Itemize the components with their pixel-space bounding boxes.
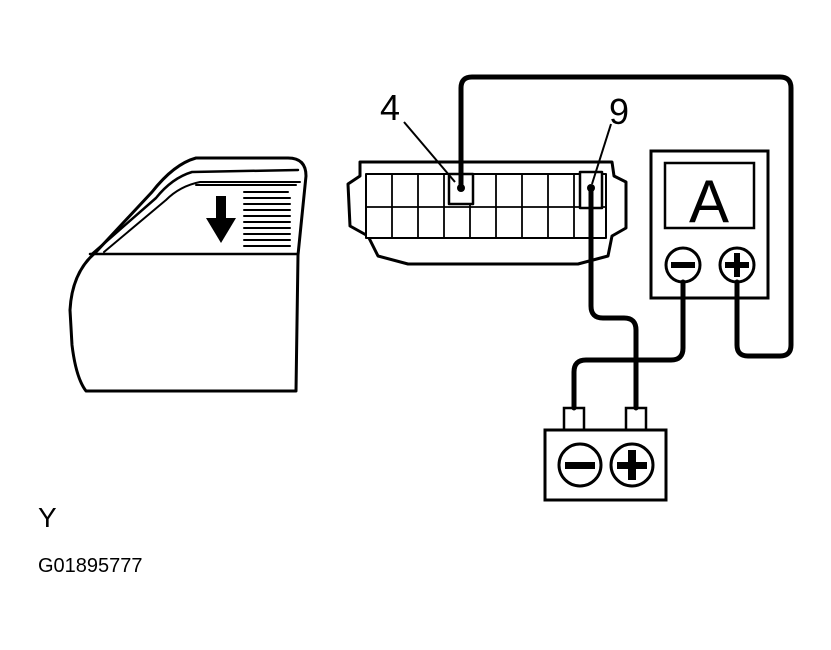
ammeter	[649, 149, 770, 300]
figure-letter: Y	[38, 502, 57, 533]
battery	[543, 406, 668, 502]
ammeter-display	[663, 161, 756, 230]
plus-icon	[725, 253, 749, 277]
pin-label-9: 9	[609, 91, 629, 132]
leader-line-4	[403, 121, 456, 183]
ammeter-label: A	[689, 168, 729, 235]
window-frame-inner	[90, 168, 300, 256]
minus-icon	[565, 462, 595, 469]
down-arrow-icon	[206, 196, 236, 243]
figure-code: G01895777	[38, 555, 143, 577]
probe-dot-terminal-9	[587, 184, 595, 192]
leader-lines	[403, 121, 612, 185]
car-door	[68, 156, 308, 393]
wire-terminal-4-to-ammeter-positive	[458, 74, 794, 359]
door-outline	[68, 156, 308, 393]
battery-negative-post	[562, 406, 586, 432]
wires	[458, 74, 794, 411]
wire-ammeter-negative-to-battery-negative	[571, 279, 686, 411]
wire-terminal-9-to-battery-positive	[588, 185, 639, 411]
minus-icon	[671, 262, 695, 268]
battery-positive-post	[624, 406, 648, 432]
plus-icon	[617, 450, 647, 480]
probe-dot-terminal-4	[457, 184, 465, 192]
window-frame-inner-2	[103, 181, 301, 253]
pin-label-4: 4	[380, 87, 400, 128]
window-glass-hatching	[243, 191, 291, 247]
connector-pin-area	[365, 173, 607, 239]
leader-line-9	[591, 123, 612, 185]
connector	[346, 160, 628, 266]
